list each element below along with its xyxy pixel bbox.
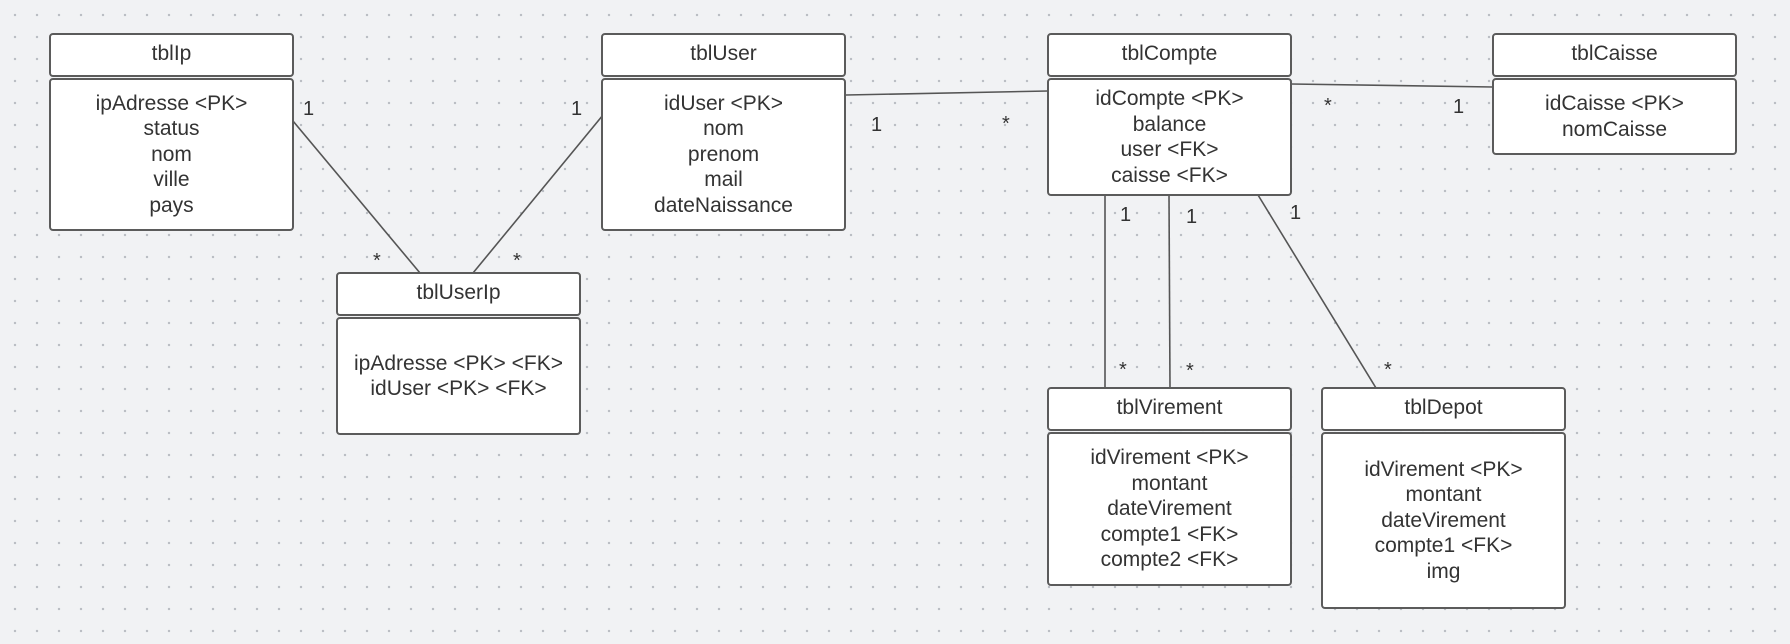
entity-attribute: dateNaissance bbox=[654, 193, 793, 217]
entity-attributes: idVirement <PK> montant dateVirement com… bbox=[1321, 432, 1566, 609]
multiplicity-label: 1 bbox=[1290, 202, 1302, 224]
relation-line-user-userip[interactable] bbox=[472, 114, 604, 274]
multiplicity-label: * bbox=[513, 250, 521, 272]
multiplicity-label: 1 bbox=[871, 114, 883, 136]
entity-attributes: idUser <PK> nom prenom mail dateNaissanc… bbox=[601, 78, 846, 231]
entity-tblvirement[interactable]: tblVirement idVirement <PK> montant date… bbox=[1047, 387, 1292, 586]
multiplicity-label: 1 bbox=[1453, 96, 1465, 118]
entity-attribute: ipAdresse <PK> <FK> bbox=[354, 351, 563, 375]
entity-tbluserip[interactable]: tblUserIp ipAdresse <PK> <FK> idUser <PK… bbox=[336, 272, 581, 435]
entity-title: tblUserIp bbox=[336, 272, 581, 316]
relation-line-ip-userip[interactable] bbox=[292, 120, 421, 274]
entity-attribute: idUser <PK> <FK> bbox=[370, 377, 547, 400]
entity-attribute: montant bbox=[1405, 483, 1482, 507]
entity-attribute: ville bbox=[153, 168, 190, 192]
multiplicity-label: 1 bbox=[1186, 206, 1198, 228]
entity-attribute: mail bbox=[704, 168, 743, 192]
multiplicity-label: 1 bbox=[303, 98, 315, 120]
multiplicity-label: * bbox=[1119, 359, 1127, 381]
entity-attribute: compte1 <FK> bbox=[1100, 522, 1239, 546]
multiplicity-label: * bbox=[1324, 95, 1332, 117]
entity-title: tblVirement bbox=[1047, 387, 1292, 431]
entity-tbldepot[interactable]: tblDepot idVirement <PK> montant dateVir… bbox=[1321, 387, 1566, 609]
entity-attributes: idVirement <PK> montant dateVirement com… bbox=[1047, 432, 1292, 586]
entity-attributes: idCaisse <PK> nomCaisse bbox=[1492, 78, 1737, 155]
entity-attribute: prenom bbox=[687, 142, 760, 166]
entity-attribute: pays bbox=[149, 193, 194, 217]
multiplicity-label: * bbox=[1002, 113, 1010, 135]
relation-line-compte-caisse[interactable] bbox=[1290, 83, 1494, 88]
relation-line-compte-depot[interactable] bbox=[1257, 194, 1377, 389]
multiplicity-label: 1 bbox=[1120, 204, 1132, 226]
entity-attribute: montant bbox=[1131, 471, 1208, 495]
entity-tblcompte[interactable]: tblCompte idCompte <PK> balance user <FK… bbox=[1047, 33, 1292, 196]
entity-title: tblCaisse bbox=[1492, 33, 1737, 77]
multiplicity-label: * bbox=[1384, 359, 1392, 381]
multiplicity-label: 1 bbox=[571, 98, 583, 120]
entity-tbluser[interactable]: tblUser idUser <PK> nom prenom mail date… bbox=[601, 33, 846, 231]
entity-attribute: dateVirement bbox=[1107, 497, 1232, 521]
entity-attribute: nom bbox=[151, 142, 192, 166]
entity-title: tblIp bbox=[49, 33, 294, 77]
entity-attributes: idCompte <PK> balance user <FK> caisse <… bbox=[1047, 78, 1292, 196]
entity-attributes: ipAdresse <PK> status nom ville pays bbox=[49, 78, 294, 231]
entity-tblip[interactable]: tblIp ipAdresse <PK> status nom ville pa… bbox=[49, 33, 294, 231]
entity-attribute: ipAdresse <PK> bbox=[95, 91, 248, 115]
entity-attribute: dateVirement bbox=[1381, 508, 1506, 532]
entity-attribute: nomCaisse bbox=[1561, 117, 1668, 141]
entity-title: tblDepot bbox=[1321, 387, 1566, 431]
entity-attribute: idCaisse <PK> bbox=[1545, 92, 1684, 115]
multiplicity-label: * bbox=[373, 250, 381, 272]
entity-title: tblUser bbox=[601, 33, 846, 77]
entity-attribute: img bbox=[1426, 559, 1461, 583]
relation-line-user-compte[interactable] bbox=[845, 90, 1049, 96]
entity-tblcaisse[interactable]: tblCaisse idCaisse <PK> nomCaisse bbox=[1492, 33, 1737, 155]
entity-attribute: status bbox=[143, 117, 200, 141]
entity-attribute: compte2 <FK> bbox=[1100, 548, 1239, 572]
entity-attribute: idVirement <PK> bbox=[1364, 457, 1523, 481]
entity-attribute: idUser <PK> bbox=[663, 91, 784, 115]
entity-attribute: user <FK> bbox=[1120, 138, 1219, 161]
entity-attribute: nom bbox=[703, 117, 744, 141]
entity-attribute: idVirement <PK> bbox=[1090, 446, 1249, 470]
multiplicity-label: * bbox=[1186, 360, 1194, 382]
entity-title: tblCompte bbox=[1047, 33, 1292, 77]
entity-attribute: compte1 <FK> bbox=[1374, 534, 1513, 558]
relation-line-compte-virement-b[interactable] bbox=[1168, 194, 1171, 389]
entity-attribute: caisse <FK> bbox=[1111, 163, 1228, 187]
entity-attribute: idCompte <PK> bbox=[1095, 87, 1244, 110]
entity-attributes: ipAdresse <PK> <FK> idUser <PK> <FK> bbox=[336, 317, 581, 435]
entity-attribute: balance bbox=[1132, 112, 1207, 136]
